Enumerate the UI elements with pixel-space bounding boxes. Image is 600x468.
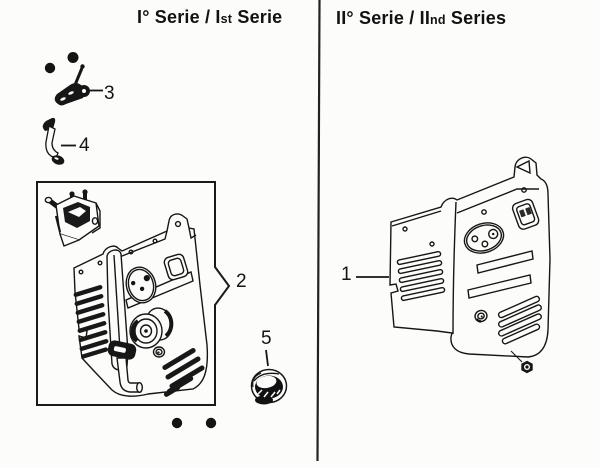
socket-oval (463, 222, 505, 254)
switch-cutout (511, 198, 540, 230)
switch-cutout (163, 253, 189, 281)
right-title-ordinal: nd (430, 13, 446, 27)
left-section-title: I° Serie / Ist Serie (137, 7, 282, 28)
second-series-side-panel-drawing (356, 156, 551, 374)
first-series-side-panel-drawing (73, 213, 209, 397)
section-divider-line (316, 0, 321, 462)
bolt-dot (67, 52, 79, 63)
label-slot (467, 274, 532, 299)
knurl-ticks (257, 389, 281, 398)
left-title-text: I° Serie / I (137, 7, 221, 27)
bolt-head-dots (171, 417, 217, 429)
bottom-louvers (162, 348, 205, 397)
support-rod-drawing (42, 117, 76, 165)
label-slot (476, 250, 534, 274)
corner-screw (510, 350, 533, 374)
leader-line-5 (265, 349, 269, 367)
mounting-bracket-drawing (44, 189, 101, 247)
left-face-louvers (73, 285, 109, 359)
bolt-dot (44, 62, 56, 74)
socket-oval (125, 266, 157, 304)
part-label-4: 4 (79, 135, 90, 156)
part-label-1: 1 (341, 264, 352, 285)
lever-assembly-drawing (44, 52, 103, 106)
first-series-frame-box (36, 181, 231, 406)
part-label-5: 5 (261, 328, 272, 349)
left-title-ordinal: st (220, 12, 233, 26)
right-section-title: II° Serie / IInd Series (336, 8, 506, 29)
cap-knob-drawing (250, 349, 288, 405)
left-title-suffix: Serie (232, 7, 283, 27)
bottom-louvers (497, 295, 542, 345)
right-title-suffix: Series (445, 8, 507, 28)
part-label-3: 3 (104, 83, 115, 104)
part-label-2: 2 (236, 271, 247, 292)
right-title-text: II° Serie / II (336, 8, 431, 28)
left-face-louvers (396, 250, 446, 302)
